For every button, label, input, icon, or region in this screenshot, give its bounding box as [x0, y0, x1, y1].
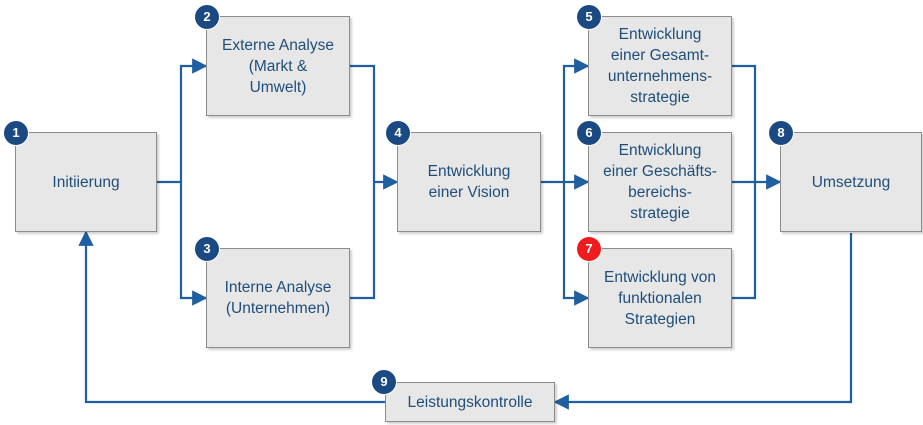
node-label: Entwicklung einer Geschäfts- bereichs- s… — [603, 142, 717, 222]
node-vision: Entwicklung einer Vision — [397, 132, 541, 232]
step-number-badge: 4 — [386, 121, 410, 145]
node-label: Entwicklung einer Gesamt- unternehmens- … — [607, 26, 713, 106]
node-umsetzung: Umsetzung — [780, 132, 922, 232]
connector-9-to-1 — [78, 230, 385, 404]
node-label: Leistungskontrolle — [407, 393, 533, 411]
node-label: Externe Analyse (Markt & Umwelt) — [221, 36, 334, 96]
node-leistungskontrolle: Leistungskontrolle — [385, 382, 555, 422]
node-initiierung: Initiierung — [15, 132, 157, 232]
node-label: Entwicklung von funktionalen Strategien — [603, 268, 716, 328]
connector-4-to-5 — [562, 58, 590, 182]
connector-1-to-2 — [156, 58, 208, 184]
node-gesamtunternehmensstrategie: Entwicklung einer Gesamt- unternehmens- … — [588, 16, 732, 116]
step-number-badge: 6 — [577, 121, 601, 145]
connector-2-to-4 — [350, 64, 376, 300]
step-number-badge-highlighted: 7 — [577, 237, 601, 261]
node-label: Interne Analyse (Unternehmen) — [224, 279, 332, 317]
connector-8-to-9 — [553, 233, 853, 410]
node-label: Entwicklung einer Vision — [427, 163, 511, 201]
node-funktionale-strategien: Entwicklung von funktionalen Strategien — [588, 248, 732, 348]
node-geschaeftsbereichsstrategie: Entwicklung einer Geschäfts- bereichs- s… — [588, 132, 732, 232]
step-number-badge: 3 — [195, 237, 219, 261]
connector-1-to-3 — [179, 182, 208, 306]
node-interne-analyse: Interne Analyse (Unternehmen) — [206, 248, 350, 348]
step-number-badge: 1 — [4, 121, 28, 145]
step-number-badge: 8 — [769, 121, 793, 145]
node-label: Initiierung — [52, 173, 120, 191]
step-number-badge: 5 — [577, 5, 601, 29]
node-externe-analyse: Externe Analyse (Markt & Umwelt) — [206, 16, 350, 116]
step-number-badge: 2 — [195, 5, 219, 29]
node-label: Umsetzung — [811, 173, 891, 191]
connector-4-to-7 — [562, 182, 590, 306]
step-number-badge: 9 — [372, 370, 396, 394]
